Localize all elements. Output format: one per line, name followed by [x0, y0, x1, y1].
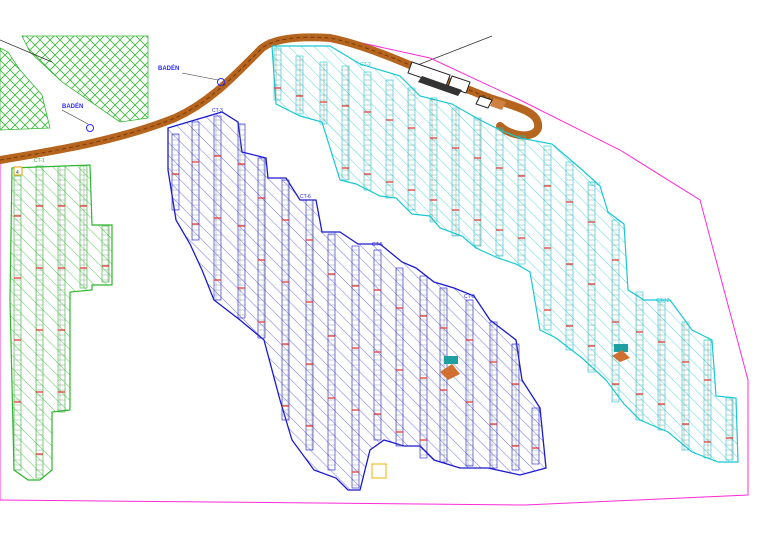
inverter-station-navy — [440, 356, 460, 380]
panel-row — [531, 407, 540, 465]
panel-row — [171, 133, 180, 211]
panel-row — [341, 65, 350, 181]
panel-row — [451, 107, 460, 237]
vegetation-area-left — [0, 47, 51, 131]
block-label-navy-far: CT-5 — [372, 242, 383, 248]
baden-marker-bottom: BADÉN — [61, 102, 94, 132]
panel-row — [517, 135, 526, 265]
panel-row — [319, 61, 328, 125]
panel-row — [281, 179, 290, 421]
panel-row — [635, 291, 644, 421]
panel-row — [385, 79, 394, 199]
block-label-cyan-top: CT-2 — [360, 62, 371, 68]
panel-row — [681, 321, 690, 451]
baden-label-bottom: BADÉN — [62, 102, 83, 110]
panel-row — [419, 275, 428, 459]
panel-row — [725, 397, 734, 461]
panel-row — [191, 121, 200, 241]
block-label-cyan-mid: CT-7 — [590, 182, 601, 188]
panel-row — [257, 157, 266, 339]
panel-row — [373, 249, 382, 441]
baden-label-top: BADÉN — [158, 64, 179, 72]
panel-row — [295, 55, 304, 115]
block-label-navy-mid: CT-6 — [300, 194, 311, 200]
block-label-cyan-right: CT-12 — [656, 298, 670, 304]
vegetation-area-right — [21, 35, 149, 123]
block-label-navy-left: CT-3 — [212, 108, 223, 114]
panel-row — [237, 123, 246, 319]
panel-row — [79, 165, 88, 289]
block-label-navy-right: CT-8 — [464, 294, 475, 300]
panel-row — [305, 199, 314, 451]
panel-row — [213, 115, 222, 301]
baden-marker-top: BADÉN — [158, 64, 225, 86]
panel-row — [363, 71, 372, 191]
panel-row — [35, 165, 44, 479]
panel-row — [489, 321, 498, 469]
panel-row — [473, 117, 482, 247]
pv-block-navy: CT-3 CT-6 CT-5 CT-8 — [167, 108, 547, 491]
panel-row — [703, 339, 712, 459]
panel-row — [543, 145, 552, 331]
panel-row — [495, 127, 504, 257]
inverter-station-cyan — [612, 344, 630, 362]
panel-row — [57, 165, 66, 413]
panel-row — [429, 97, 438, 223]
panel-row — [611, 219, 620, 403]
panel-row — [351, 245, 360, 489]
access-road — [0, 33, 543, 164]
panel-row — [465, 299, 474, 467]
panel-row — [273, 47, 282, 101]
block-label-green: CT-1 — [34, 158, 45, 164]
panel-row — [511, 343, 520, 471]
panel-row — [327, 233, 336, 471]
panel-row — [13, 175, 22, 471]
pv-block-green: CT-1 4 — [9, 158, 113, 481]
panel-row — [565, 161, 574, 351]
marker-square — [371, 463, 387, 479]
corner-mark: 4 — [16, 170, 19, 176]
panel-row — [101, 225, 110, 283]
panel-row — [587, 181, 596, 373]
panel-row — [407, 87, 416, 211]
panel-row — [657, 301, 666, 431]
substation-buildings — [407, 61, 506, 110]
panel-row — [395, 267, 404, 447]
property-boundary — [0, 35, 749, 506]
